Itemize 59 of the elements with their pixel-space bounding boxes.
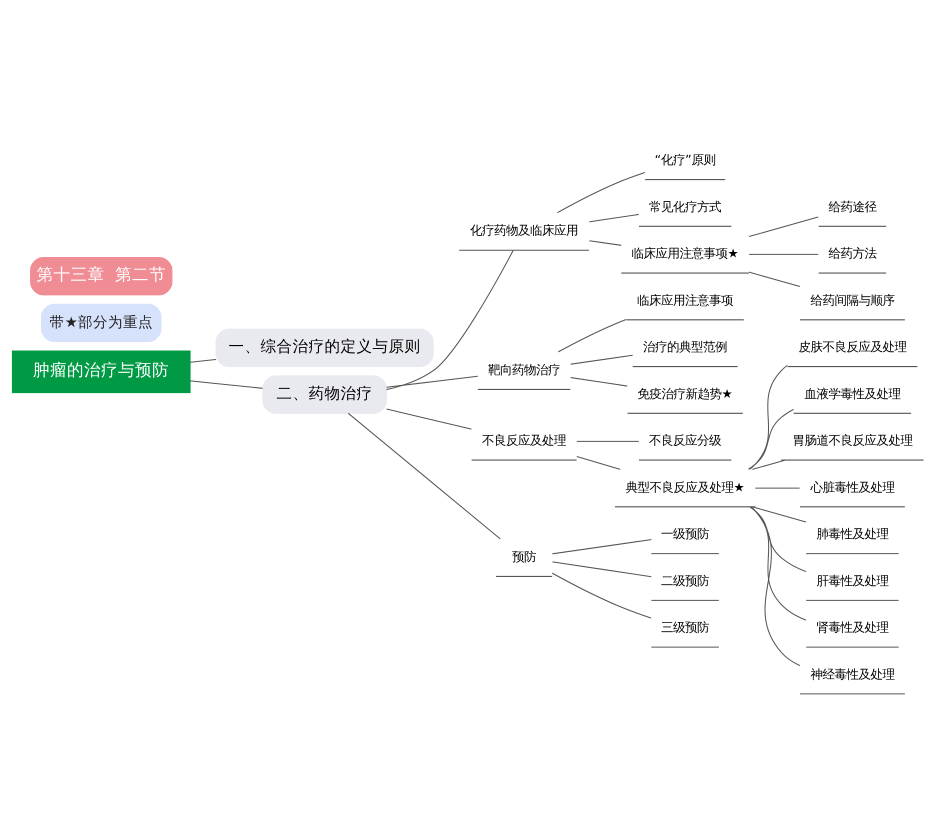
node-text: 靶向药物治疗 [488,362,560,377]
node-text: 神经毒性及处理 [810,666,894,682]
connector [557,172,646,214]
node-text: “化疗”原则 [654,152,716,168]
node-text: 三级预防 [661,620,710,635]
node-text: 肾毒性及处理 [816,620,888,635]
node-text: 胃肠道不良反应及处理 [792,432,912,448]
connector [748,408,794,470]
node-text: 治疗的典型范例 [643,339,728,354]
connector [749,364,788,470]
node-text: 一级预防 [661,526,710,542]
connector [755,488,800,489]
connector [750,506,800,666]
connector [190,380,263,389]
connector [552,539,652,554]
connector [749,506,806,572]
connector [570,354,633,365]
connector [552,572,652,619]
node-box: 带★部分为重点 [40,304,162,342]
connector [589,214,639,222]
connector [752,506,806,523]
node-text: 典型不良反应及处理★ [626,479,745,494]
node-text: 心脏毒性及处理 [810,479,894,494]
node-text: 给药间隔与顺序 [810,292,894,308]
connector [750,506,806,621]
node-text: 二级预防 [661,572,710,588]
connector [576,456,620,470]
node-text: 不良反应分级 [649,432,722,448]
node-text: 肝毒性及处理 [816,572,888,588]
node-text: 化疗药物及临床应用 [470,222,578,238]
node-box: 第十三章 第二节 [30,256,172,296]
node-text: 肺毒性及处理 [816,526,888,542]
connector [348,412,501,540]
node-box: 肿瘤的治疗与预防 [12,350,191,394]
connector [589,240,622,246]
connector [386,376,478,388]
connector [576,440,639,442]
connector [190,358,216,363]
node-text: 皮肤不良反应及处理 [798,339,906,354]
node-text: 临床应用注意事项 [637,292,734,308]
node-text: 临床应用注意事项★ [632,246,739,261]
connector [386,250,514,390]
connector [748,272,800,288]
connector [552,561,652,578]
connector [570,377,628,387]
node-text: 不良反应及处理 [482,432,566,448]
connector [748,216,818,238]
node-box: 一、综合治疗的定义与原则 [216,328,434,368]
node-text: 预防 [512,548,536,564]
node-text: 免疫治疗新趋势★ [638,386,733,401]
node-text: 给药方法 [828,246,876,261]
connector [749,254,818,255]
connector [752,460,786,470]
node-text: 血液学毒性及处理 [804,386,900,401]
connector [558,319,626,352]
connector [386,408,472,430]
node-text: 给药途径 [828,198,876,214]
node-box: 二、药物治疗 [262,375,387,414]
node-text: 常见化疗方式 [649,198,722,214]
